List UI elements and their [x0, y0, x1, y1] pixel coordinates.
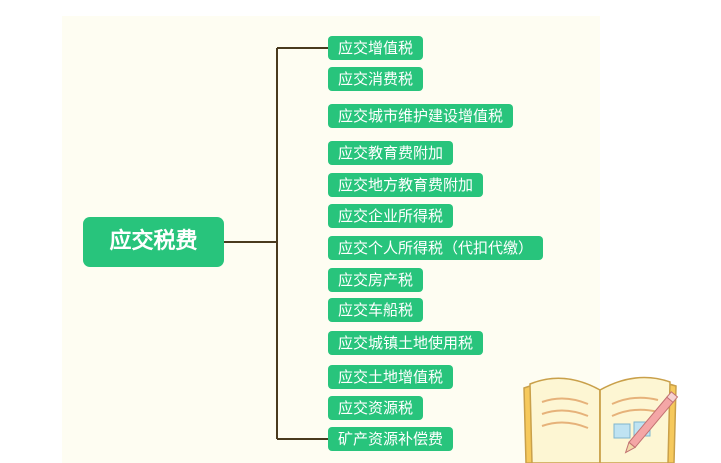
- branch-node-personal-income-tax: 应交个人所得税（代扣代缴）: [328, 236, 544, 260]
- branch-node-urban-land-use-tax: 应交城镇土地使用税: [328, 331, 484, 355]
- branch-node-urban-construction-tax: 应交城市维护建设增值税: [328, 104, 514, 128]
- root-node: 应交税费: [83, 217, 224, 267]
- branch-node-vat: 应交增值税: [328, 36, 424, 60]
- branch-node-mineral-resource-compensation: 矿产资源补偿费: [328, 427, 454, 451]
- branch-node-land-appreciation-tax: 应交土地增值税: [328, 365, 454, 389]
- branch-node-property-tax: 应交房产税: [328, 268, 424, 292]
- branch-node-corporate-income-tax: 应交企业所得税: [328, 204, 454, 228]
- branch-node-local-education-surcharge: 应交地方教育费附加: [328, 173, 484, 197]
- branch-node-resource-tax: 应交资源税: [328, 396, 424, 420]
- branch-node-consumption-tax: 应交消费税: [328, 67, 424, 91]
- branch-node-education-surcharge: 应交教育费附加: [328, 141, 454, 165]
- branch-node-vehicle-vessel-tax: 应交车船税: [328, 298, 424, 322]
- open-book-pencil-icon: [523, 376, 679, 463]
